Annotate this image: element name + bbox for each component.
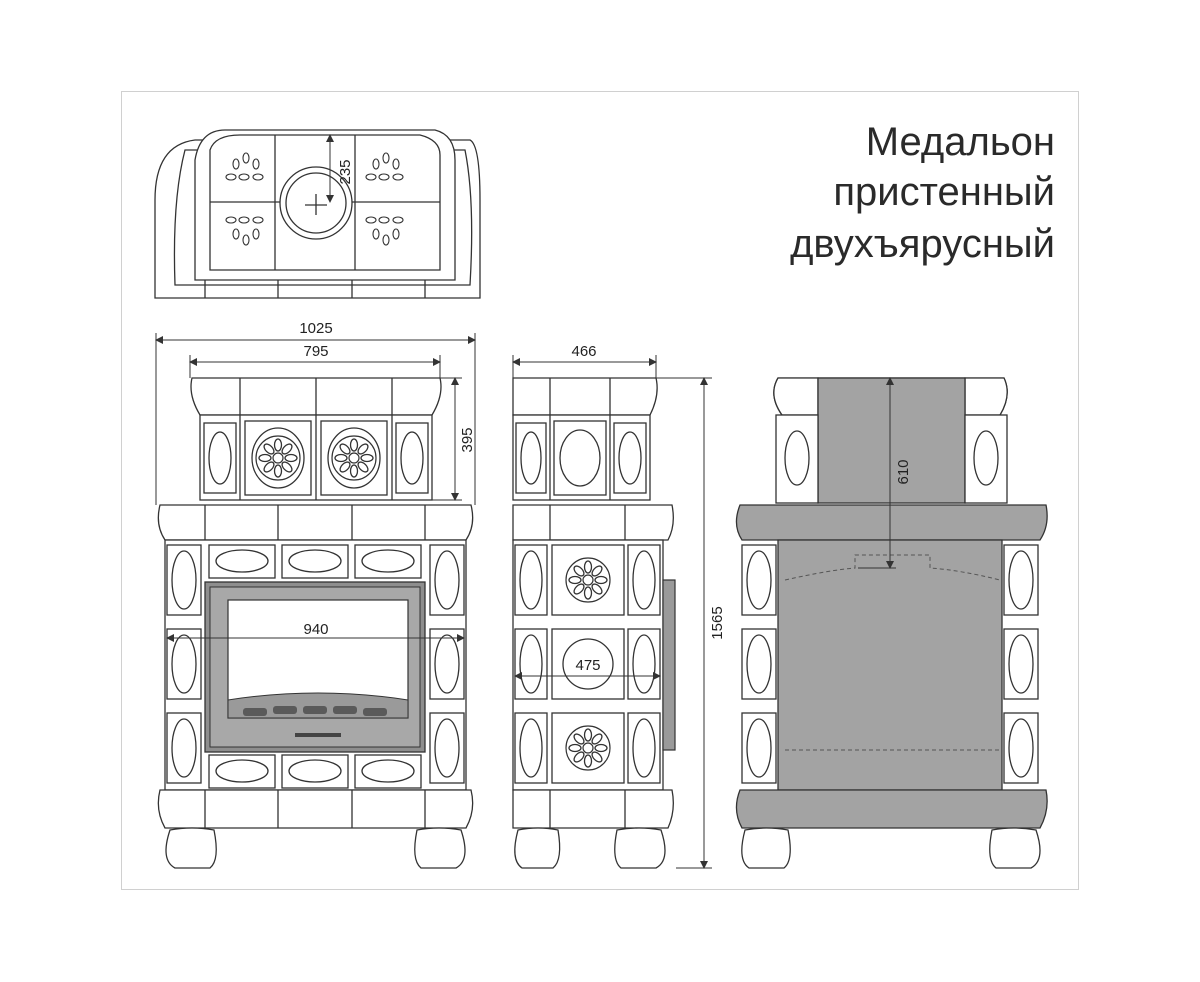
dim-section-height: 610: [895, 459, 912, 484]
title-line-3: двухъярусный: [790, 222, 1055, 266]
top-view: 235: [154, 129, 481, 299]
title-line-1: Медальон: [865, 120, 1055, 164]
dim-top-diameter: 235: [337, 159, 354, 184]
dim-upper-width: 795: [303, 343, 328, 360]
title-line-2: пристенный: [833, 170, 1055, 214]
dim-side-depth: 466: [571, 343, 596, 360]
section-view: 610: [735, 377, 1048, 869]
drawing-frame: [121, 91, 1079, 890]
dim-side-width: 475: [575, 657, 600, 674]
firebox-door: [204, 581, 426, 753]
dim-total-height: 1565: [709, 606, 726, 639]
dim-overall-width: 1025: [299, 320, 332, 337]
front-view: 1025 795 395: [155, 320, 476, 869]
dim-upper-height: 395: [459, 427, 476, 452]
side-view: 466 475 1565: [512, 343, 726, 869]
dim-firebox-width: 940: [303, 621, 328, 638]
